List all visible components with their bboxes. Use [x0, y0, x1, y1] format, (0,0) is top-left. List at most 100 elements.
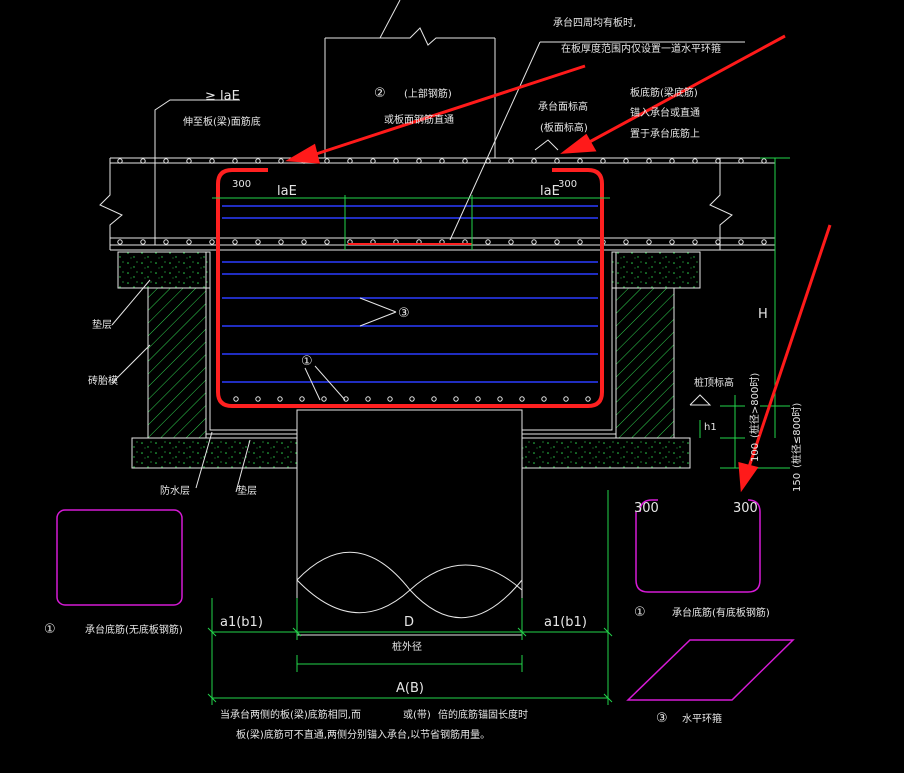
slab-top-dot-23: [646, 158, 652, 164]
pile-diameter-label: 桩外径: [392, 640, 422, 653]
slab-bottom-note-2: 锚入承台或直通: [630, 106, 700, 119]
slab-top-dot-17: [508, 158, 514, 164]
slab-top-dot-4: [209, 158, 215, 164]
slab-bottom-dot-2: [163, 239, 169, 245]
pile: [296, 409, 523, 636]
brick-mould-right: [615, 287, 675, 439]
slab-bottom-dot-18: [531, 239, 537, 245]
cap-bottom-dot-13: [519, 396, 525, 402]
cushion-left-label: 垫层: [92, 318, 112, 331]
brick-mould-label: 砖胎模: [88, 374, 118, 387]
cap-bottom-rebar-dots: [233, 396, 591, 402]
slab-bottom-dot-7: [278, 239, 284, 245]
slab-bottom-dot-6: [255, 239, 261, 245]
cap-bottom-dot-2: [277, 396, 283, 402]
slab-rebar-dots: [117, 158, 767, 245]
slab-top-dot-12: [393, 158, 399, 164]
slab-top-dot-18: [531, 158, 537, 164]
top-note-line-1: 承台四周均有板时,: [553, 16, 636, 29]
slab-top-dot-27: [738, 158, 744, 164]
slab-top-dot-1: [140, 158, 146, 164]
cap-bottom-dot-15: [563, 396, 569, 402]
slab-bottom-dot-0: [117, 239, 123, 245]
slab-top-dot-25: [692, 158, 698, 164]
slab-bottom-dot-26: [715, 239, 721, 245]
waterproof-label: 防水层: [160, 484, 190, 497]
legend-3-caption: 水平环箍: [682, 712, 722, 725]
cap-bottom-dot-6: [365, 396, 371, 402]
slab-top-dot-7: [278, 158, 284, 164]
cap-bottom-dot-10: [453, 396, 459, 402]
slab-top-dot-15: [462, 158, 468, 164]
dim-100: 100: [750, 443, 761, 462]
cap-top-level-label: 承台面标高: [538, 100, 588, 113]
horizontal-hoops: [222, 205, 598, 383]
legend-1-no-slab-caption: 承台底筋(无底板钢筋): [85, 623, 183, 636]
slab-bottom-dot-23: [646, 239, 652, 245]
dim-300-left: 300: [232, 179, 251, 190]
slab-top-dot-0: [117, 158, 123, 164]
slab-top-dot-2: [163, 158, 169, 164]
leader-lines: [111, 41, 745, 493]
dim-d: D: [404, 615, 414, 630]
extend-length-label: ≥ laE: [205, 89, 240, 104]
legend-1-slab-300-right: 300: [733, 501, 758, 516]
slab-bottom-dot-19: [554, 239, 560, 245]
slab-top-dot-14: [439, 158, 445, 164]
bottom-note-mid: 或(带): [403, 709, 431, 721]
slab-bottom-note-3: 置于承台底筋上: [630, 127, 700, 140]
legend-3-number: ③: [656, 711, 668, 726]
slab-bottom-dot-9: [324, 239, 330, 245]
slab-bottom-dot-20: [577, 239, 583, 245]
slab-bottom-dot-17: [508, 239, 514, 245]
dim-300-right: 300: [558, 179, 577, 190]
dim-100-note: (桩径>800时): [748, 373, 761, 438]
slab-bottom-dot-8: [301, 239, 307, 245]
slab-bottom-dot-4: [209, 239, 215, 245]
cap-bottom-dot-11: [475, 396, 481, 402]
slab-bottom-dot-16: [485, 239, 491, 245]
dim-a1-right: a1(b1): [544, 615, 587, 630]
slab-top-dot-9: [324, 158, 330, 164]
floor-slab: [99, 157, 775, 251]
cap-bottom-dot-1: [255, 396, 261, 402]
bottom-note-1: 当承台两侧的板(梁)底筋相同,而: [220, 708, 361, 721]
cushion-upper-right: [611, 251, 701, 289]
legend-1-no-slab-number: ①: [44, 622, 56, 637]
slab-top-dot-28: [761, 158, 767, 164]
text-labels: 承台四周均有板时, 在板厚度范围内仅设置一道水平环箍 ≥ laE 伸至板(梁)面…: [44, 16, 803, 741]
slab-bottom-dot-3: [186, 239, 192, 245]
cap-bottom-dot-4: [321, 396, 327, 402]
cap-bottom-dot-0: [233, 396, 239, 402]
lae-right: laE: [540, 184, 560, 199]
lae-left: laE: [277, 184, 297, 199]
top-note-line-2: 在板厚度范围内仅设置一道水平环箍: [561, 42, 721, 55]
bottom-note-2: 倍的底筋锚固长度时: [438, 708, 528, 721]
bottom-note-3: 板(梁)底筋可不直通,两侧分别锚入承台,以节省钢筋用量。: [236, 728, 490, 741]
cap-bottom-dot-8: [409, 396, 415, 402]
dim-a-b: A(B): [396, 681, 424, 696]
slab-top-dot-3: [186, 158, 192, 164]
slab-top-dot-22: [623, 158, 629, 164]
slab-top-dot-26: [715, 158, 721, 164]
slab-bottom-dot-22: [623, 239, 629, 245]
legend-bottom-bar-with-slab: [635, 499, 761, 593]
circle-2-marker: ②: [374, 86, 386, 101]
slab-bottom-dot-28: [761, 239, 767, 245]
slab-top-dot-19: [554, 158, 560, 164]
cap-bottom-dot-9: [431, 396, 437, 402]
slab-bottom-dot-24: [669, 239, 675, 245]
brick-mould-left: [147, 287, 207, 439]
cap-top-level-sub: (板面标高): [540, 121, 588, 134]
slab-top-dot-13: [416, 158, 422, 164]
slab-bottom-note-1: 板底筋(梁底筋): [630, 86, 698, 99]
slab-top-dot-20: [577, 158, 583, 164]
circle-1-marker: ①: [301, 354, 313, 369]
annotation-arrows: [285, 34, 832, 493]
slab-top-dot-11: [370, 158, 376, 164]
slab-top-dot-24: [669, 158, 675, 164]
legend-1-slab-caption: 承台底筋(有底板钢筋): [672, 606, 770, 619]
cap-bottom-dot-16: [585, 396, 591, 402]
legend-1-slab-number: ①: [634, 605, 646, 620]
